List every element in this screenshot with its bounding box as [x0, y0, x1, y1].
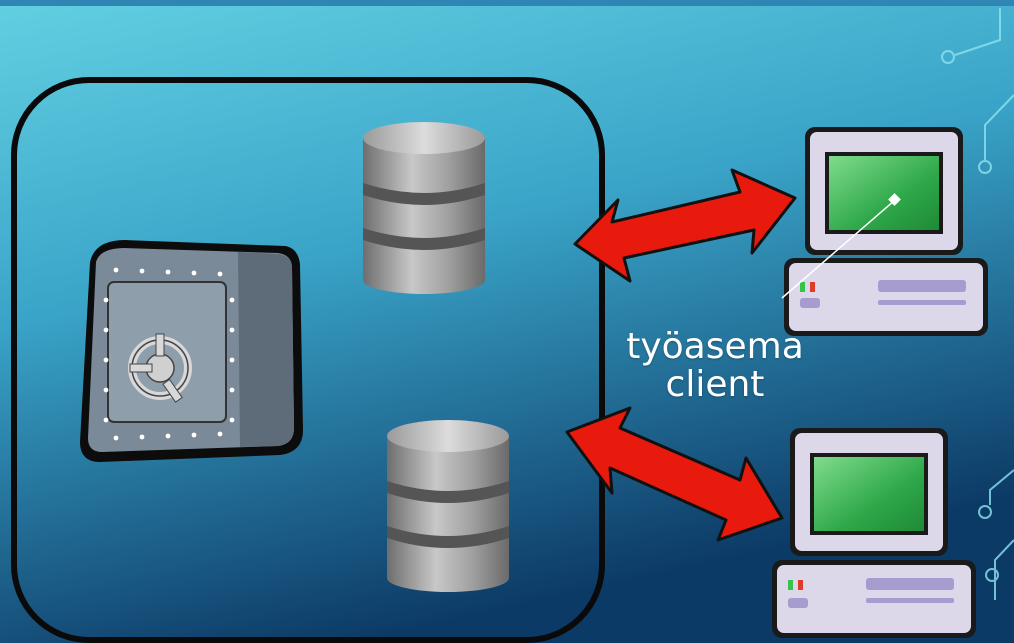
- double-arrow-icon: [573, 168, 797, 283]
- database-icon: [363, 122, 485, 294]
- top-strip: [0, 0, 1014, 6]
- database-icon: [387, 420, 509, 592]
- computer-icon: [772, 428, 976, 638]
- safe-icon: [80, 240, 303, 462]
- circuit-decoration: [941, 8, 1014, 600]
- workstation-label-en: client: [665, 364, 765, 405]
- workstation-label: työasema client: [590, 328, 840, 404]
- workstation-label-fi: työasema: [626, 326, 804, 367]
- double-arrow-icon: [565, 406, 784, 542]
- computer-icon: [781, 127, 988, 336]
- server-boundary: [11, 77, 605, 643]
